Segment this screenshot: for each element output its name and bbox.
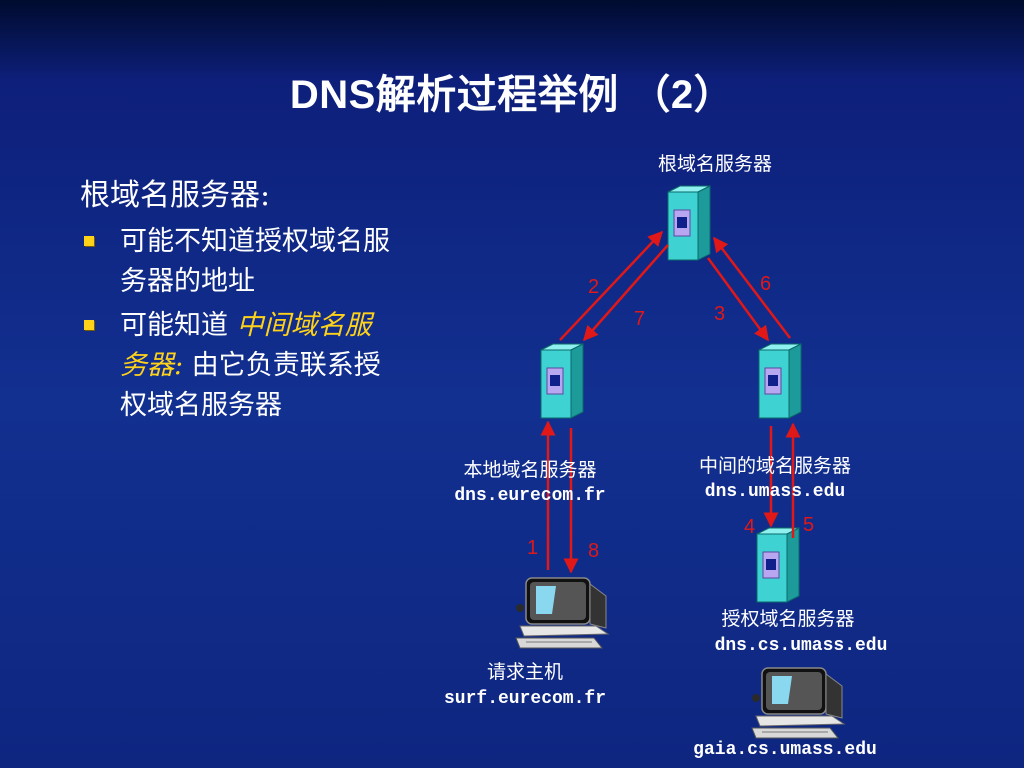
intermediate-server-host: dns.umass.edu — [704, 482, 846, 502]
bullet-square-icon — [84, 320, 94, 330]
panel-heading: 根域名服务器: — [80, 178, 271, 213]
step-number: 3 — [714, 303, 725, 325]
step-number: 5 — [803, 514, 814, 536]
arrow-step-6 — [713, 236, 791, 339]
authoritative-server-host: dns.cs.umass.edu — [714, 636, 888, 656]
query-arrows — [540, 230, 801, 574]
bullet-emphasis: 中间域名服务器: — [120, 310, 372, 381]
arrow-step-7 — [583, 244, 669, 342]
bullet-item: 可能知道 中间域名服务器: 由它负责联系授权域名服务器 — [80, 306, 390, 426]
step-number: 4 — [744, 516, 755, 538]
local-server-label: 本地域名服务器 — [463, 459, 597, 481]
local-server-host: dns.eurecom.fr — [454, 486, 606, 506]
explanation-panel: 根域名服务器: 可能不知道授权域名服务器的地址 可能知道 中间域名服务器: 由它… — [80, 170, 390, 430]
intermediate-server-icon — [758, 343, 802, 419]
bullet-prefix: 可能知道 — [120, 310, 237, 341]
bullet-item: 可能不知道授权域名服务器的地址 — [80, 222, 390, 302]
target-host: gaia.cs.umass.edu — [693, 740, 877, 760]
root-server-label: 根域名服务器 — [657, 153, 772, 175]
bullet-square-icon — [84, 236, 94, 246]
step-number: 8 — [588, 540, 599, 562]
step-numbers: 2 7 3 6 1 8 4 5 — [527, 273, 814, 562]
bullet-list: 可能不知道授权域名服务器的地址 可能知道 中间域名服务器: 由它负责联系授权域名… — [80, 222, 390, 426]
target-computer-icon — [751, 667, 845, 739]
arrow-step-3 — [706, 257, 770, 342]
page-title: DNS解析过程举例 （2） — [289, 73, 735, 117]
step-number: 1 — [527, 537, 538, 559]
step-number: 6 — [760, 273, 771, 295]
bullet-suffix: 由它负责联系授权域名服务器 — [120, 350, 381, 421]
root-server-icon — [667, 185, 711, 261]
requester-host: surf.eurecom.fr — [443, 689, 607, 709]
arrow-step-2 — [559, 230, 664, 341]
authoritative-server-label: 授权域名服务器 — [721, 608, 855, 630]
step-number: 2 — [588, 276, 599, 298]
local-server-icon — [540, 343, 584, 419]
requester-label: 请求主机 — [486, 661, 563, 683]
step-number: 7 — [634, 308, 645, 330]
authoritative-server-icon — [756, 527, 800, 603]
intermediate-server-label: 中间的域名服务器 — [698, 455, 851, 477]
requester-computer-icon — [515, 577, 609, 649]
bullet-text: 可能不知道授权域名服务器的地址 — [120, 226, 390, 297]
